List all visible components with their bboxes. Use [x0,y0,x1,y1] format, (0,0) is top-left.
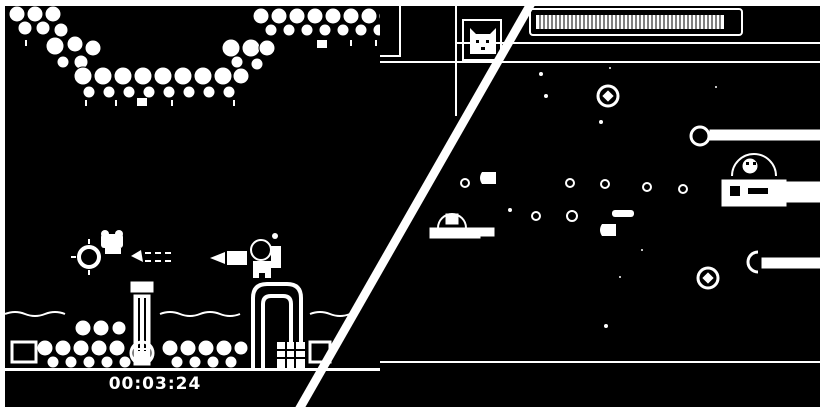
arena-border [380,61,820,363]
right-game-screen [380,6,820,407]
ground-line [5,368,425,371]
water-surface [5,311,351,317]
left-game-screen: 00:03:24 [5,6,425,407]
cat-astronaut-player [210,233,281,278]
player-shells [480,172,634,236]
laser-bolt [131,250,171,262]
cat-portrait [462,19,502,61]
mouse-mech-boss [689,125,820,274]
vent [129,340,155,366]
frog-enemy [101,230,123,254]
ground-bubbles [36,319,249,369]
energy-rings [596,84,720,290]
cat-pod-player [429,213,495,239]
elapsed-timer: 00:03:24 [108,374,202,394]
space-scene [380,6,820,363]
enemy-bullets [460,178,688,222]
ceiling-bubbles [8,6,396,99]
spiked-orb [71,239,101,275]
grate [277,342,305,368]
platformer-scene [5,6,425,371]
